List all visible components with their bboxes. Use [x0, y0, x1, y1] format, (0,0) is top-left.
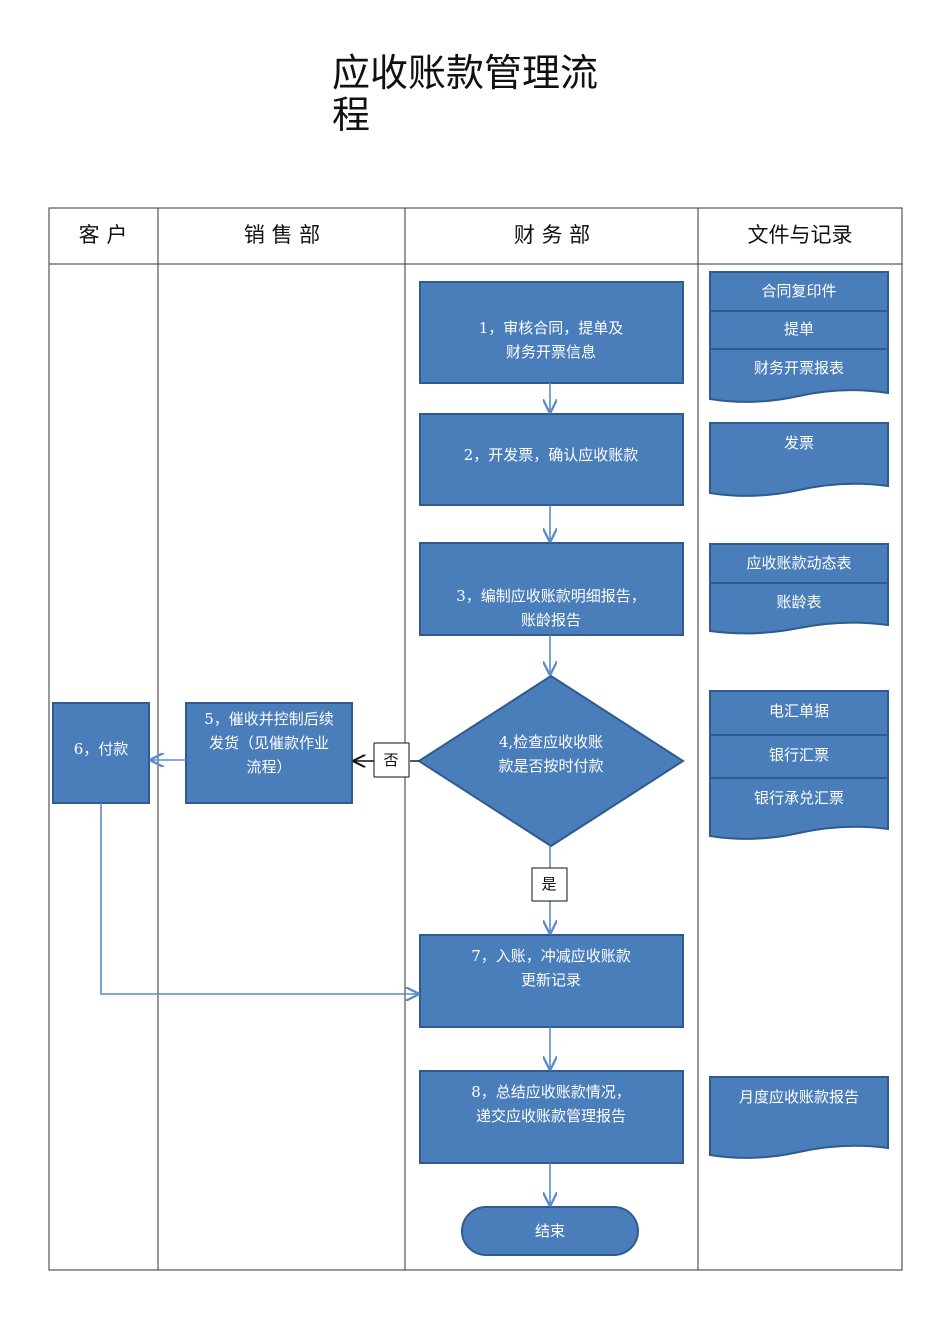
- text-line: 5，催收并控制后续: [204, 710, 334, 728]
- step-1-text: 1，审核合同，提单及财务开票信息: [479, 319, 624, 361]
- step-4-text: 4,检查应收收账款是否按时付款: [498, 733, 603, 775]
- step-8-text: 8，总结应收账款情况， 递交应收账款管理报告: [471, 1083, 631, 1125]
- text-line: 1，审核合同，提单及: [479, 319, 624, 337]
- doc-group-3: 应收账款动态表 账龄表: [709, 543, 889, 635]
- text-line: 款是否按时付款: [498, 757, 603, 775]
- text-line: 7，入账，冲减应收账款: [471, 947, 631, 965]
- swimlane-grid: [48, 207, 903, 1271]
- step-4-decision: 4,检查应收收账款是否按时付款: [417, 674, 685, 848]
- doc-bill-of-lading: 提单: [784, 320, 814, 338]
- step-3-text: 3，编制应收账款明细报告， 账龄报告: [456, 587, 646, 629]
- doc-ar-dynamic-table: 应收账款动态表: [746, 554, 851, 572]
- text-line: 流程）: [246, 758, 291, 776]
- step-7-box: 7，入账，冲减应收账款更新记录: [419, 934, 684, 1028]
- step-8-box: 8，总结应收账款情况， 递交应收账款管理报告: [419, 1070, 684, 1164]
- text-line: 递交应收账款管理报告: [476, 1107, 626, 1125]
- text-line: 财务开票信息: [506, 343, 596, 361]
- arrow-6-7: [100, 803, 418, 994]
- label-no-text: 否: [383, 751, 398, 769]
- text-line: 发货（见催款作业: [209, 734, 329, 752]
- text-line: 2，开发票，确认应收账款: [464, 446, 639, 464]
- label-no: 否: [373, 742, 410, 778]
- doc-aging-table: 账龄表: [776, 593, 821, 611]
- text-line: 4,检查应收收账: [499, 733, 603, 751]
- label-yes: 是: [531, 867, 568, 902]
- end-terminator: 结束: [461, 1206, 639, 1256]
- step-2-text: 2，开发票，确认应收账款: [464, 446, 639, 464]
- step-3-box: 3，编制应收账款明细报告， 账龄报告: [419, 542, 684, 636]
- step-5-text: 5，催收并控制后续发货（见催款作业流程）: [204, 710, 334, 776]
- end-text: 结束: [535, 1222, 565, 1240]
- text-line: 8，总结应收账款情况，: [471, 1083, 631, 1101]
- step-2-box: 2，开发票，确认应收账款: [419, 413, 684, 506]
- step-1-box: 1，审核合同，提单及财务开票信息: [419, 281, 684, 384]
- text-line: 6，付款: [74, 740, 129, 758]
- step-6-text: 6，付款: [74, 740, 129, 758]
- label-yes-text: 是: [541, 875, 556, 893]
- text-line: 账龄报告: [521, 611, 581, 629]
- doc-group-1: 合同复印件 提单 财务开票报表: [709, 271, 889, 403]
- doc-group-4: 电汇单据 银行汇票 银行承兑汇票: [709, 690, 889, 840]
- doc-group-2: 发票: [709, 422, 889, 497]
- column-header-sales: 销 售 部: [244, 223, 320, 247]
- doc-group-5: 月度应收账款报告: [709, 1076, 889, 1159]
- text-line: 3，编制应收账款明细报告，: [456, 587, 646, 605]
- text-line: 更新记录: [521, 971, 581, 989]
- step-5-box: 5，催收并控制后续发货（见催款作业流程）: [185, 702, 353, 804]
- doc-wire-transfer: 电汇单据: [769, 702, 829, 720]
- doc-bank-draft: 银行汇票: [769, 746, 829, 764]
- page-title: 应收账款管理流程: [332, 51, 599, 137]
- column-header-finance: 财 务 部: [514, 223, 590, 247]
- step-7-text: 7，入账，冲减应收账款更新记录: [471, 947, 631, 989]
- doc-bank-acceptance: 银行承兑汇票: [754, 789, 844, 807]
- doc-monthly-ar-report: 月度应收账款报告: [739, 1088, 859, 1106]
- column-header-docs: 文件与记录: [748, 223, 853, 247]
- doc-invoice: 发票: [784, 434, 814, 452]
- doc-invoicing-report: 财务开票报表: [754, 359, 844, 377]
- doc-contract-copy: 合同复印件: [761, 282, 836, 300]
- step-6-box: 6，付款: [52, 702, 150, 804]
- column-header-customer: 客 户: [79, 223, 128, 247]
